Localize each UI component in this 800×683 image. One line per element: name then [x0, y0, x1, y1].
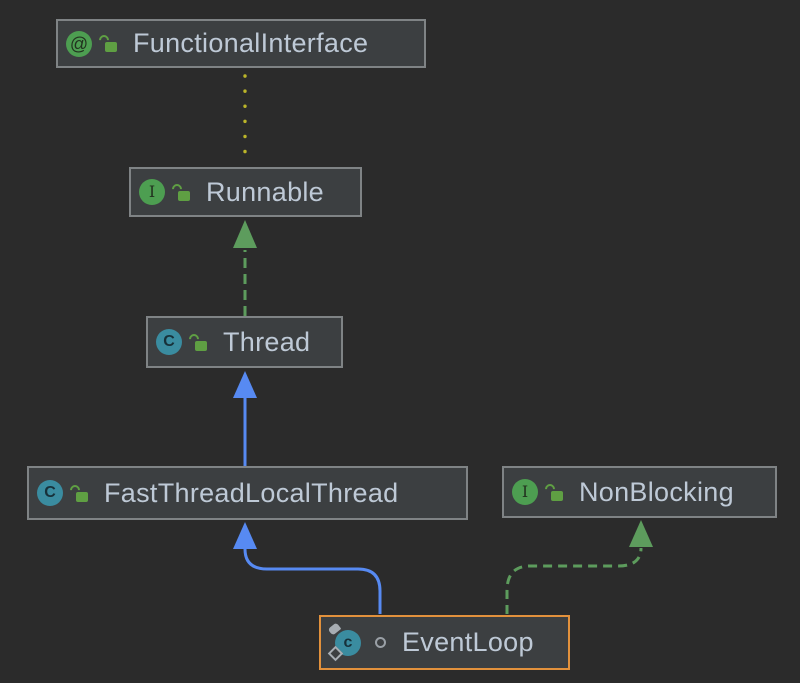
edge-extends-eventloop-fastthreadlocalthread[interactable] — [233, 522, 382, 614]
node-label: FunctionalInterface — [133, 28, 369, 58]
class-icon: C — [156, 329, 182, 355]
node-nonblocking[interactable]: I NonBlocking — [502, 466, 777, 518]
node-functionalinterface[interactable]: @ FunctionalInterface — [56, 19, 426, 68]
node-label: Runnable — [206, 176, 324, 207]
public-visibility-lock-icon — [169, 181, 190, 201]
annotation-icon: @ — [66, 30, 92, 57]
public-visibility-lock-icon — [96, 32, 117, 52]
node-label: EventLoop — [402, 627, 534, 657]
node-label: FastThreadLocalThread — [104, 477, 399, 508]
node-label: Thread — [223, 326, 311, 357]
edge-implements-thread-runnable[interactable] — [233, 220, 257, 316]
node-thread[interactable]: C Thread — [146, 316, 343, 368]
class-icon: C — [37, 480, 63, 506]
edge-extends-fastthreadlocalthread-thread[interactable] — [233, 371, 257, 466]
interface-icon: I — [512, 479, 538, 505]
decorated-class-icon: c — [327, 621, 363, 661]
public-visibility-lock-icon — [186, 331, 207, 351]
package-private-visibility-icon — [375, 637, 386, 648]
node-fastthreadlocalthread[interactable]: C FastThreadLocalThread — [27, 466, 468, 520]
edge-implements-eventloop-nonblocking[interactable] — [505, 520, 653, 614]
node-label: NonBlocking — [579, 476, 734, 507]
node-runnable[interactable]: I Runnable — [129, 167, 362, 217]
public-visibility-lock-icon — [67, 482, 88, 502]
node-eventloop[interactable]: c EventLoop — [319, 615, 570, 670]
public-visibility-lock-icon — [542, 481, 563, 501]
interface-icon: I — [139, 179, 165, 205]
